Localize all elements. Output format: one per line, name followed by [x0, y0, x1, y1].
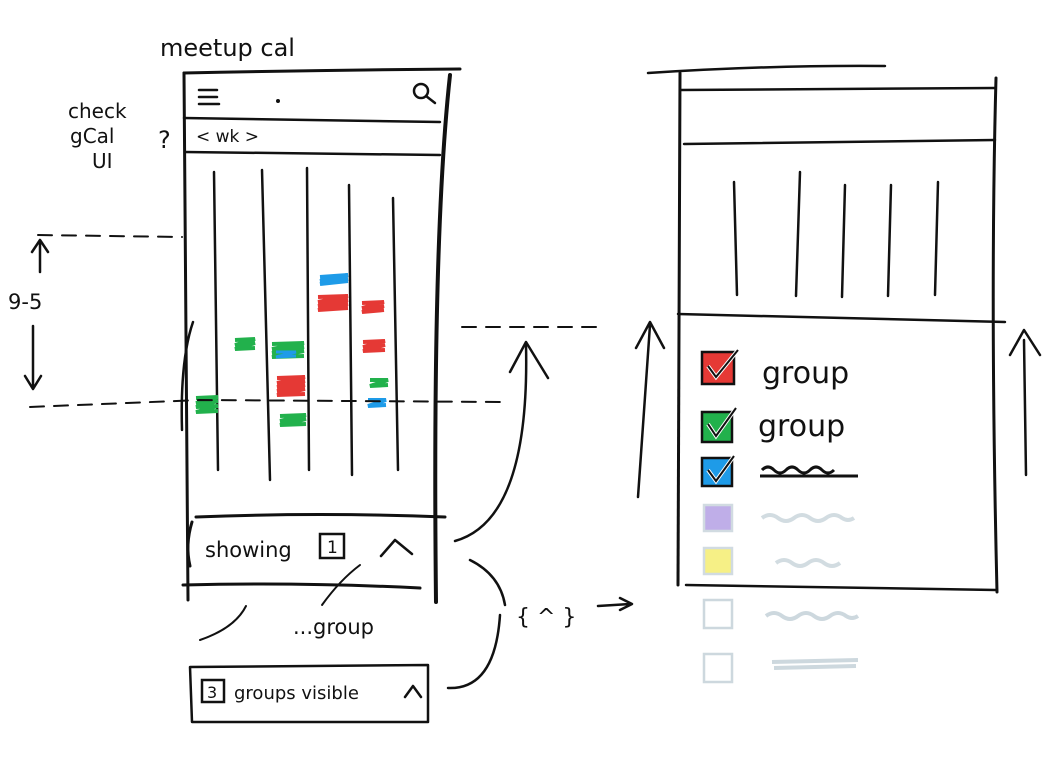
- side-note-line-3: UI: [92, 149, 113, 173]
- hours-label: 9-5: [8, 290, 42, 314]
- group-list: group group: [700, 348, 860, 684]
- faded-group-label: [760, 513, 856, 523]
- event-red: [276, 375, 306, 397]
- left-phone-frame: [182, 67, 462, 604]
- showing-count-box: [318, 532, 346, 560]
- brace-label: { ^ }: [516, 605, 576, 630]
- right-phone-frame: [646, 64, 1007, 594]
- up-arrow-icon: [1008, 328, 1042, 477]
- annotation-arrow: [321, 564, 361, 606]
- group-item[interactable]: [702, 652, 859, 684]
- event-red: [317, 294, 349, 312]
- dot-indicator: [276, 99, 280, 103]
- chevron-up-icon[interactable]: [403, 684, 423, 699]
- group-item[interactable]: [702, 546, 842, 576]
- hours-range-marker: [23, 234, 501, 408]
- group-item[interactable]: [702, 503, 856, 533]
- event-red: [361, 300, 385, 314]
- group-checkbox[interactable]: [700, 350, 736, 386]
- group-item[interactable]: group: [700, 406, 845, 444]
- sketch-title: meetup cal: [160, 34, 295, 62]
- event-blue: [275, 350, 297, 359]
- faded-group-label: [774, 558, 842, 568]
- search-icon[interactable]: [412, 82, 437, 105]
- struck-group-label: [760, 465, 858, 478]
- event-green: [195, 395, 219, 414]
- event-blue: [319, 273, 349, 286]
- sheet-edge: [180, 320, 195, 432]
- hamburger-menu-icon[interactable]: [197, 88, 221, 106]
- group-annotation: ...group: [293, 615, 374, 639]
- calendar-events: [195, 273, 389, 427]
- event-blue: [367, 398, 387, 408]
- group-checkbox[interactable]: [702, 598, 734, 630]
- groups-visible-label: groups visible: [234, 683, 359, 704]
- group-checkbox[interactable]: [702, 503, 734, 533]
- flow-arrows: [446, 326, 634, 690]
- group-item[interactable]: group: [700, 348, 849, 391]
- up-arrow-icon: [634, 320, 666, 499]
- showing-label: showing: [205, 538, 292, 562]
- group-label: group: [762, 356, 849, 391]
- groups-visible-bar[interactable]: 3 groups visible: [188, 663, 430, 724]
- event-green: [369, 378, 389, 388]
- group-checkbox[interactable]: [702, 652, 734, 684]
- side-note-line-1: check: [68, 99, 127, 123]
- groups-visible-count: 3: [207, 683, 217, 702]
- group-label: group: [758, 409, 845, 444]
- showing-count: 1: [327, 538, 338, 558]
- day-columns: [212, 166, 400, 482]
- event-green: [279, 413, 307, 427]
- group-item[interactable]: [702, 598, 860, 630]
- annotation-stroke: [199, 605, 247, 641]
- chevron-up-icon[interactable]: [379, 538, 414, 558]
- question-mark: ?: [158, 126, 171, 154]
- faded-group-label: [771, 658, 859, 670]
- group-checkbox[interactable]: [702, 546, 734, 576]
- groups-visible-count-box: [200, 678, 226, 704]
- faded-group-label: [764, 611, 860, 621]
- week-navigation[interactable]: < wk >: [196, 127, 259, 147]
- showing-bar[interactable]: showing 1: [181, 513, 447, 590]
- side-note-line-2: gCal: [70, 124, 114, 148]
- event-green: [234, 337, 256, 351]
- event-red: [362, 339, 386, 353]
- group-item[interactable]: [700, 454, 858, 488]
